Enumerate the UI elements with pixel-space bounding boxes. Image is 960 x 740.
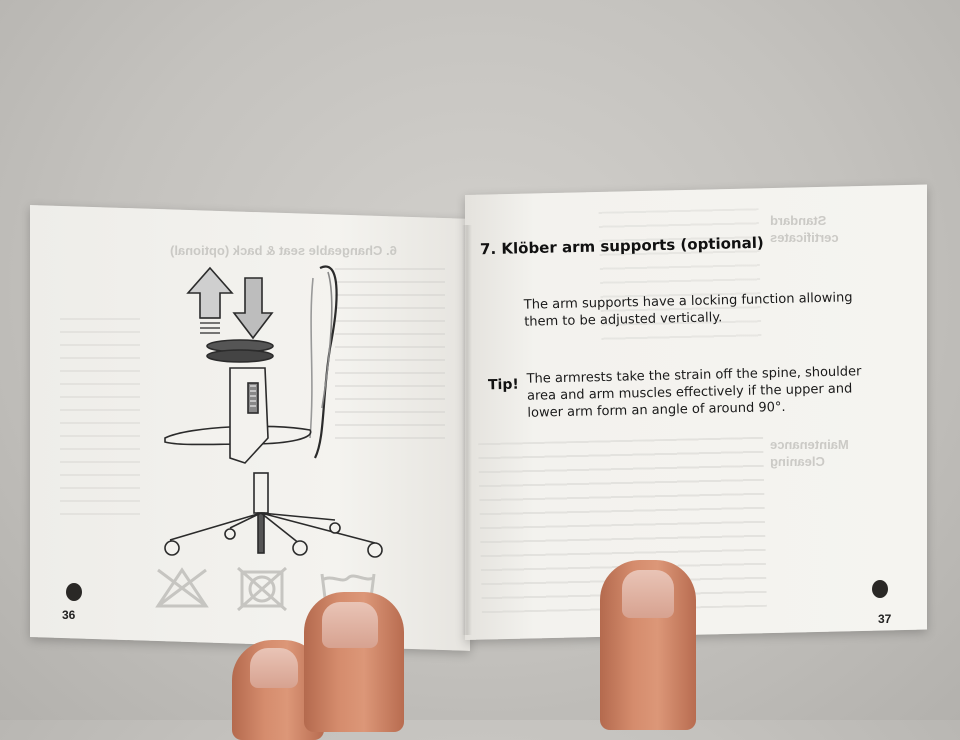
right-bleed-standard: Standard [770, 213, 827, 228]
tip-label: Tip! [487, 376, 519, 394]
right-bleed-certificates: certificates [770, 230, 839, 245]
chair-illustration [164, 265, 383, 558]
page-number-left: 36 [62, 608, 76, 622]
left-bleed-block-2 [60, 318, 140, 518]
booklet: 6. Changeable seat & back (optional) [30, 184, 927, 740]
punch-hole-left [66, 583, 82, 601]
no-bleach-icon [155, 567, 209, 608]
left-finger-2-nail [322, 602, 378, 648]
tip-text: The armrests take the strain off the spi… [526, 363, 862, 422]
up-arrow-icon [186, 266, 234, 334]
page-number-right: 37 [878, 612, 892, 626]
right-bleed-maintenance: Maintenance [770, 437, 849, 452]
right-bleed-cleaning: Cleaning [770, 454, 825, 469]
no-tumble-dry-icon [237, 566, 287, 612]
right-thumb-nail [622, 570, 674, 618]
left-finger-1-nail [250, 648, 298, 688]
down-arrow-icon [232, 277, 274, 340]
left-bleed-title: 6. Changeable seat & back (optional) [170, 243, 397, 258]
page-gutter [462, 225, 472, 635]
punch-hole-right [872, 580, 888, 598]
